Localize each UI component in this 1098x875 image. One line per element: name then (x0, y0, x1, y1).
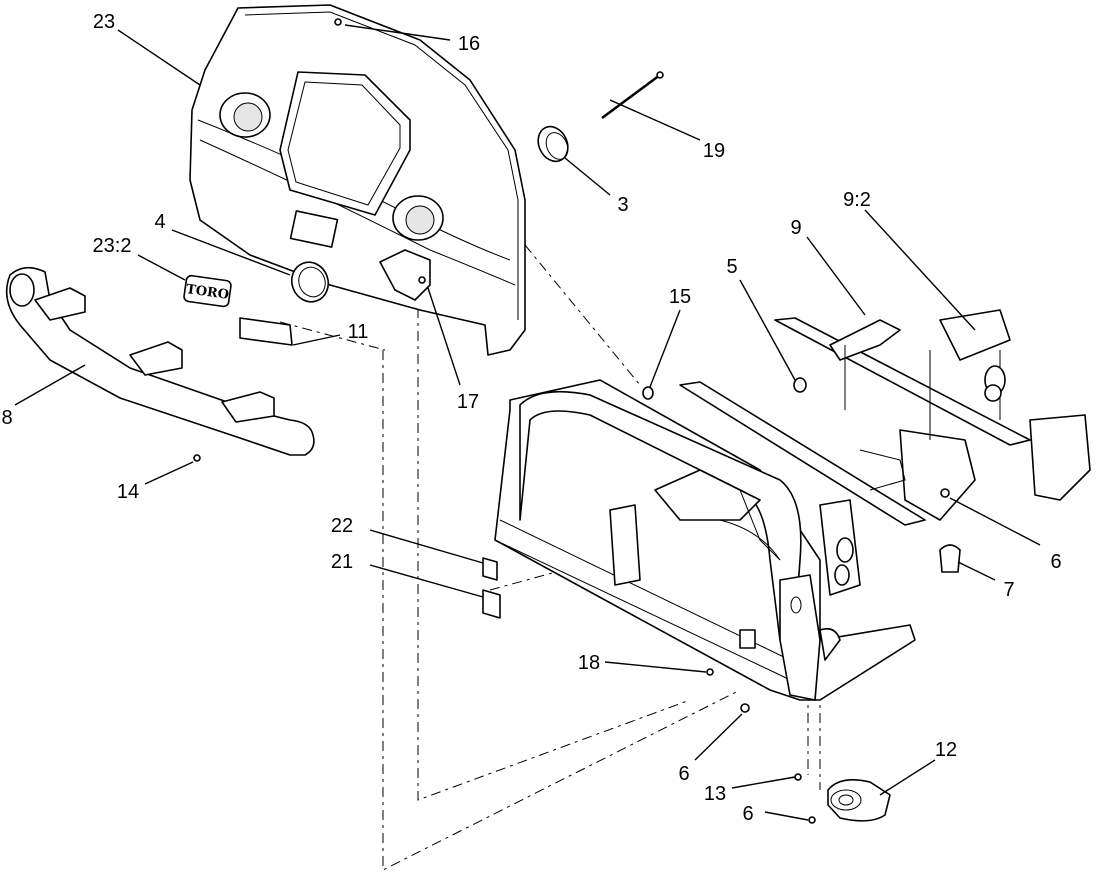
bolt-part-13 (794, 773, 802, 781)
console-cover-part-23 (189, 4, 526, 356)
logo-decal-text: TORO (185, 282, 230, 303)
mechanism-parts (719, 449, 906, 596)
callout-5: 5 (726, 256, 737, 278)
callout-9-2: 9:2 (843, 189, 871, 211)
callout-6-lower: 6 (742, 803, 753, 825)
deck-tray (494, 379, 916, 701)
screw-part-16 (334, 18, 342, 26)
decal-part-21 (482, 589, 501, 619)
callout-15: 15 (669, 286, 691, 308)
callout-labels: 23 16 19 3 4 23:2 9 9:2 5 15 11 17 8 14 … (1, 11, 1061, 825)
decal-part-22 (482, 557, 498, 581)
logo-decal-part-23-2: TORO (183, 274, 232, 308)
callout-16: 16 (458, 33, 480, 55)
callout-6-upper: 6 (1050, 551, 1061, 573)
bolt-part-14 (193, 454, 201, 462)
nut-part-6-middle (740, 703, 750, 713)
callout-17: 17 (457, 391, 479, 413)
callout-14: 14 (117, 481, 139, 503)
rod-part-19 (601, 71, 664, 120)
callout-19: 19 (703, 140, 725, 162)
callout-3: 3 (617, 194, 628, 216)
horn-part-12 (827, 779, 891, 822)
bumper-part-8 (5, 266, 315, 456)
callout-23-2: 23:2 (93, 235, 132, 257)
callout-18: 18 (578, 652, 600, 674)
latch-part-17 (418, 276, 426, 284)
callout-4: 4 (154, 211, 165, 233)
callout-21: 21 (331, 551, 353, 573)
bumper-stop-part-7 (939, 544, 961, 573)
callout-13: 13 (704, 783, 726, 805)
callout-8: 8 (1, 407, 12, 429)
callout-7: 7 (1003, 579, 1014, 601)
leader-lines (14, 24, 1041, 821)
callout-6-middle: 6 (678, 763, 689, 785)
nut-part-6-lower (808, 816, 816, 824)
bushing-part-5 (793, 377, 807, 393)
cap-part-3 (537, 125, 569, 163)
callout-9: 9 (790, 217, 801, 239)
ring-part-4 (290, 261, 330, 303)
nut-part-6-upper (940, 488, 950, 498)
frame-assembly-part-9 (679, 309, 1091, 526)
callout-12: 12 (935, 739, 957, 761)
callout-22: 22 (331, 515, 353, 537)
callout-11: 11 (348, 321, 369, 343)
screw-part-18 (706, 668, 714, 676)
decal-part-11 (239, 317, 293, 346)
callout-23: 23 (93, 11, 115, 33)
nut-part-15 (642, 386, 654, 400)
